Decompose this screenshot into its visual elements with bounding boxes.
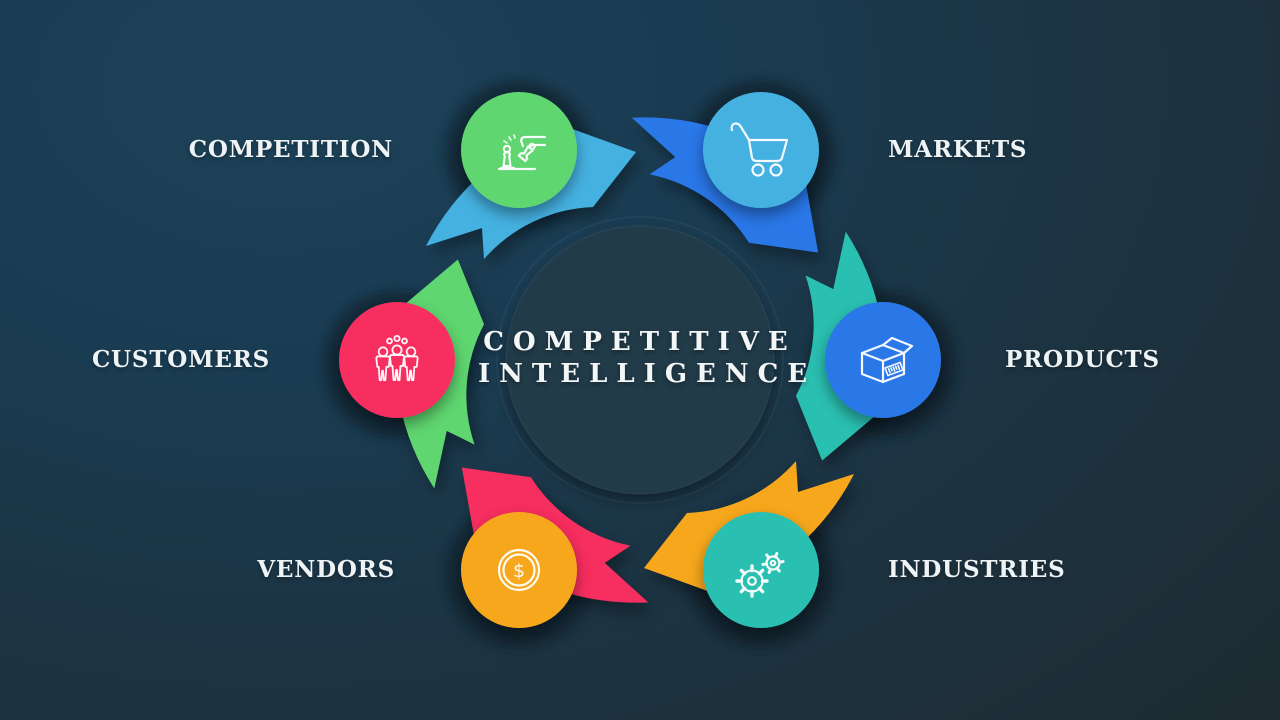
products-label: PRODUCTS: [1005, 346, 1160, 373]
people-group-icon: [375, 334, 419, 382]
svg-text:$: $: [513, 560, 525, 582]
vendors-label: VENDORS: [257, 556, 395, 583]
center-circle: [496, 216, 784, 504]
competition-label: COMPETITION: [188, 136, 393, 163]
package-box-icon: [860, 336, 914, 384]
markets-label: MARKETS: [888, 136, 1028, 163]
diagram-title: COMPETITIVE INTELLIGENCE: [478, 327, 817, 389]
customers-circle: [339, 302, 455, 418]
customers-label: CUSTOMERS: [91, 346, 270, 373]
shopping-cart-icon: [730, 122, 789, 177]
vendors-circle: [461, 512, 577, 628]
node-circles: [339, 92, 941, 628]
gears-icon: [735, 552, 785, 598]
markets-circle: [703, 92, 819, 208]
competition-circle: [461, 92, 577, 208]
dollar-coin-icon: $: [497, 548, 541, 592]
industries-label: INDUSTRIES: [888, 556, 1066, 583]
chess-piece-knockover-icon: [497, 134, 547, 171]
